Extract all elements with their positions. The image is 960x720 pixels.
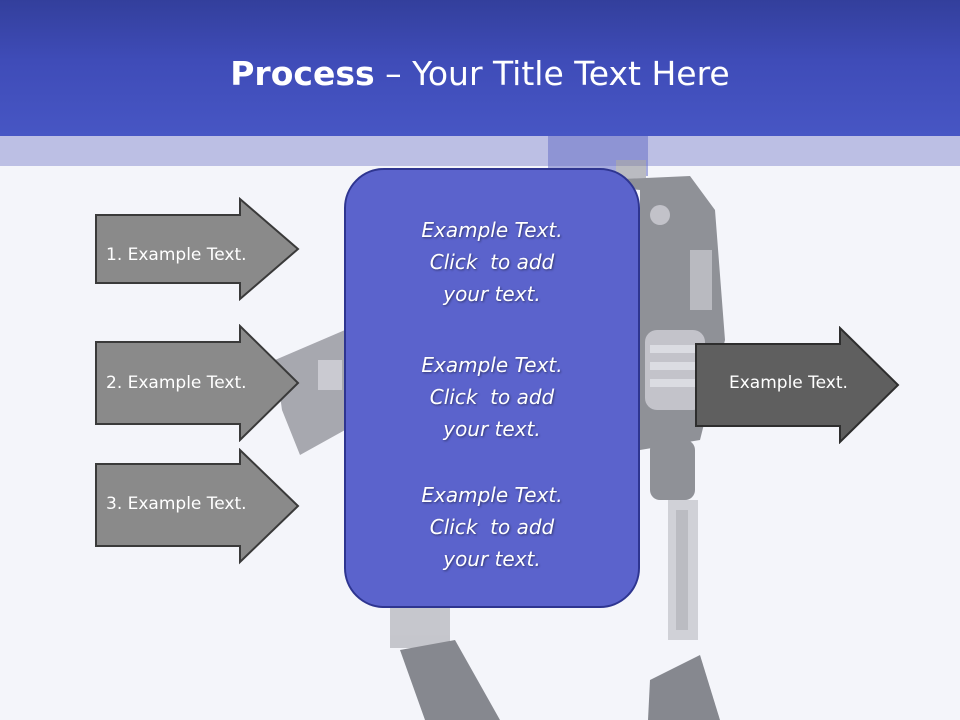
input-arrow-label: 3. Example Text. (106, 494, 247, 514)
input-arrow-1[interactable]: 1. Example Text. (94, 197, 300, 301)
center-text-block[interactable]: Example Text. Click to add your text. (421, 483, 563, 571)
input-arrow-3[interactable]: 3. Example Text. (94, 448, 300, 566)
center-text-block[interactable]: Example Text. Click to add your text. (421, 218, 563, 306)
slide-title: Process – Your Title Text Here (0, 52, 960, 96)
arrow-right-shape (695, 326, 900, 444)
header-band (0, 136, 960, 166)
input-arrow-2[interactable]: 2. Example Text. (94, 324, 300, 442)
arrow-right-shape (95, 197, 300, 301)
output-arrow[interactable]: Example Text. (694, 326, 900, 444)
output-arrow-label: Example Text. (729, 373, 848, 393)
title-rest: – Your Title Text Here (374, 54, 730, 93)
arrow-right-shape (95, 324, 300, 442)
center-process-box[interactable]: Example Text. Click to add your text. Ex… (344, 168, 640, 608)
title-bar: Process – Your Title Text Here (0, 0, 960, 136)
center-text-block[interactable]: Example Text. Click to add your text. (421, 353, 563, 441)
input-arrow-label: 2. Example Text. (106, 373, 247, 393)
arrow-right-shape (95, 448, 300, 565)
input-arrow-label: 1. Example Text. (106, 245, 247, 265)
title-bold: Process (230, 54, 375, 93)
